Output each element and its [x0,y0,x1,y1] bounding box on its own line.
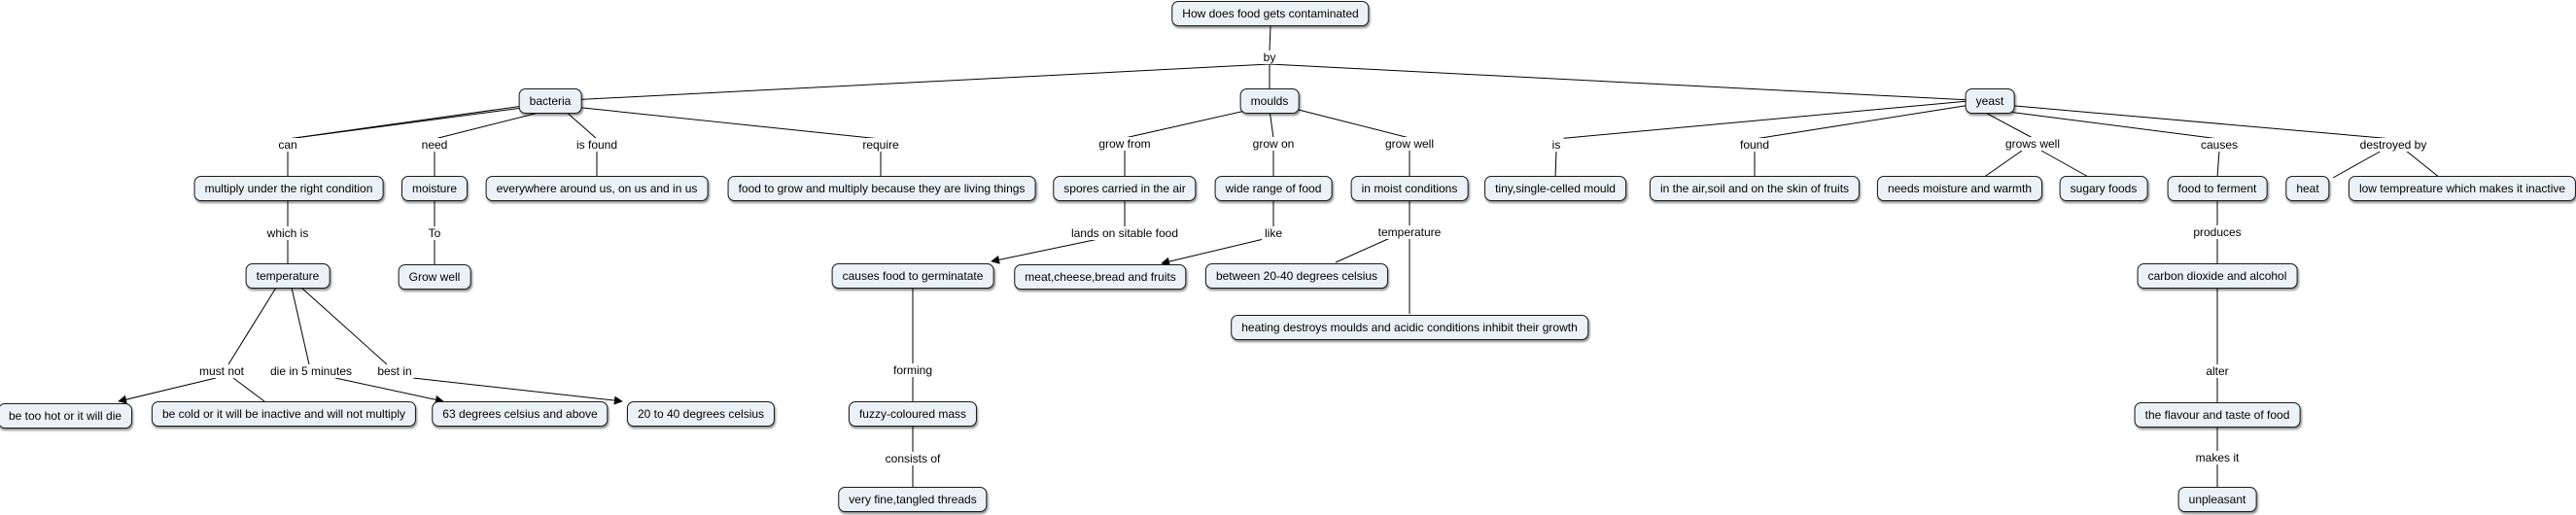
node-in-air[interactable]: in the air,soil and on the skin of fruit… [1649,176,1861,201]
label-forming: forming [889,363,936,377]
node-heating[interactable]: heating destroys moulds and acidic condi… [1231,315,1588,340]
node-heat[interactable]: heat [2285,176,2330,201]
node-unpleasant[interactable]: unpleasant [2177,487,2257,512]
connector-line [1269,25,1271,52]
label-to: To [425,226,444,240]
connector-line [2405,150,2441,179]
connector-line [334,377,444,404]
node-sugary[interactable]: sugary foods [2059,176,2148,201]
node-meat[interactable]: meat,cheese,bread and fruits [1014,264,1187,290]
node-threads[interactable]: very fine,tangled threads [838,487,988,512]
label-destroyed-by: destroyed by [2356,138,2430,152]
label-grows-well-yeast: grows well [2002,137,2064,151]
label-is-yeast: is [1549,138,1564,152]
label-which-is: which is [263,226,312,240]
label-found-yeast: found [1736,138,1773,152]
node-moist-conditions[interactable]: in moist conditions [1350,176,1469,201]
node-tiny[interactable]: tiny,single-celled mould [1484,176,1626,201]
label-temperature-moulds: temperature [1375,225,1445,239]
connector-line [1335,237,1391,263]
node-yeast[interactable]: yeast [1965,88,2015,114]
connector-line [1286,106,1410,139]
node-low-temp[interactable]: low tempreature which makes it inactive [2348,176,2576,201]
connector-line [1555,100,1969,140]
node-spores[interactable]: spores carried in the air [1053,176,1197,201]
label-die-5-min: die in 5 minutes [266,364,356,378]
connector-line [991,238,1099,264]
label-grow-on: grow on [1249,137,1298,151]
node-everywhere[interactable]: everywhere around us, on us and in us [485,176,709,201]
connector-line [2332,150,2383,179]
label-lands-on: lands on sitable food [1067,226,1182,240]
connector-line [1124,108,1255,139]
connector-line [573,106,882,140]
node-too-hot[interactable]: be too hot or it will die [0,403,133,429]
connector-line [412,377,623,405]
node-63-degrees[interactable]: 63 degrees celsius and above [432,401,609,427]
node-temperature-bacteria[interactable]: temperature [245,263,331,289]
node-multiply[interactable]: multiply under the right condition [193,176,384,201]
node-germinate[interactable]: causes food to germinatate [831,263,994,289]
connector-line [563,109,598,140]
label-alter: alter [2203,364,2232,378]
node-flavour[interactable]: the flavour and taste of food [2134,402,2301,428]
connector-line [118,377,217,404]
connector-line [2040,150,2091,179]
connector-line [2003,104,2394,140]
connector-line [300,287,388,365]
connector-line [287,106,531,140]
label-must-not: must not [195,364,248,378]
connector-line [1554,150,1557,179]
connector-line [1982,150,2023,179]
label-makes-it: makes it [2192,451,2243,464]
label-grow-well-moulds: grow well [1381,137,1438,151]
node-needs-moisture[interactable]: needs moisture and warmth [1876,176,2043,201]
label-best-in: best in [374,364,415,378]
connector-line [1754,104,1971,140]
label-need: need [418,138,451,152]
node-root[interactable]: How does food gets contaminated [1171,1,1370,26]
connector-line [434,109,551,140]
label-grow-from: grow from [1096,137,1154,151]
node-grow-well[interactable]: Grow well [398,264,471,290]
connector-line [549,63,1271,106]
label-is-found: is found [573,138,621,152]
connector-line [2216,150,2220,179]
label-causes: causes [2197,138,2242,152]
node-moisture[interactable]: moisture [400,176,469,201]
label-consists-of: consists of [882,452,944,465]
label-produces: produces [2190,225,2245,239]
node-moulds[interactable]: moulds [1239,88,1300,114]
node-ferment[interactable]: food to ferment [2167,176,2268,201]
connector-line [1161,238,1265,266]
connector-line [227,287,277,365]
node-foodgrow[interactable]: food to grow and multiply because they a… [727,176,1036,201]
connector-line [291,287,310,365]
node-bacteria[interactable]: bacteria [518,88,582,114]
connector-line [1992,109,2220,140]
node-20-40-degrees[interactable]: 20 to 40 degrees celsius [626,401,776,427]
label-require: require [859,138,902,152]
label-like: like [1261,226,1286,240]
node-wide-range[interactable]: wide range of food [1214,176,1333,201]
node-cold[interactable]: be cold or it will be inactive and will … [151,401,417,427]
node-fuzzy[interactable]: fuzzy-coloured mass [848,401,978,427]
connector-line [232,377,265,402]
connector-line [1269,63,1991,106]
label-by: by [1260,51,1279,64]
node-between[interactable]: between 20-40 degrees celsius [1204,263,1389,289]
connector-line [1269,109,1274,139]
connector-line [1979,109,2034,139]
node-co2[interactable]: carbon dioxide and alcohol [2137,263,2298,289]
label-can: can [275,138,300,152]
